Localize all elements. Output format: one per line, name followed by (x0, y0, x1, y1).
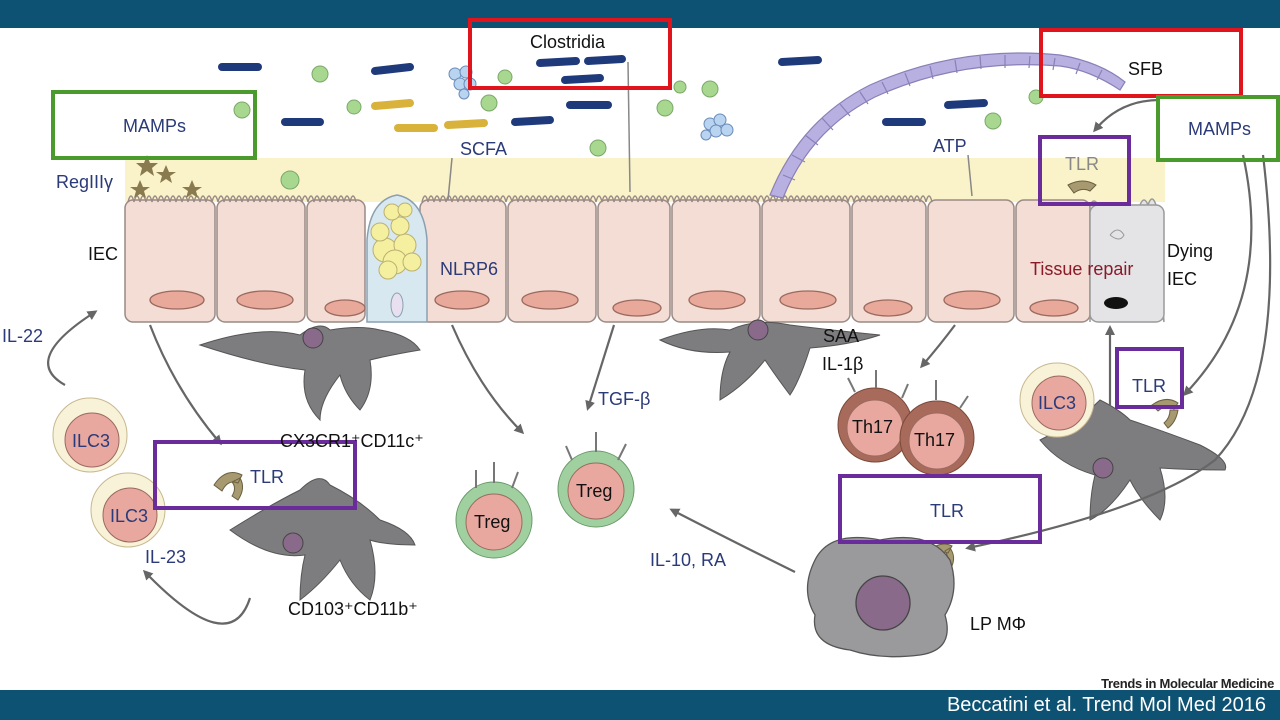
treg-b-label: Treg (576, 481, 612, 501)
bottom-bar: Beccatini et al. Trend Mol Med 2016 (0, 690, 1280, 720)
tlr-right-box (1115, 347, 1184, 409)
regiii-label: RegIIIγ (56, 172, 113, 192)
annotation-boxes (51, 18, 1280, 544)
lpmphi-label: LP MΦ (970, 614, 1026, 634)
sfb-box (1039, 28, 1243, 98)
bacteria-rods-yellow (371, 99, 488, 132)
ilc3-cells (52, 362, 1095, 548)
dying-iec-label-2: IEC (1167, 269, 1197, 289)
clostridia-box (468, 18, 672, 90)
regiii-stars (130, 155, 202, 198)
ilc3-left-a-label: ILC3 (72, 431, 110, 451)
mamps-left-label: MAMPs (123, 116, 186, 136)
il10ra-label: IL-10, RA (650, 550, 726, 570)
epithelium (124, 199, 1091, 323)
paneth-cell (366, 194, 428, 323)
mamps-right-box (1156, 95, 1280, 162)
tlr-top-box (1038, 135, 1131, 206)
ilc3-right-label: ILC3 (1038, 393, 1076, 413)
atp-label: ATP (933, 136, 967, 156)
nlrp6-label: NLRP6 (440, 259, 498, 279)
tlr-bottom-box (838, 474, 1042, 544)
sfb-label: SFB (1128, 59, 1163, 79)
th17-b-label: Th17 (914, 430, 955, 450)
iec-nuclei (149, 290, 1079, 317)
iec-label: IEC (88, 244, 118, 264)
macrophage (806, 536, 955, 658)
il22-label: IL-22 (2, 326, 43, 346)
citation: Beccatini et al. Trend Mol Med 2016 (946, 694, 1266, 716)
treg-a-label: Treg (474, 512, 510, 532)
arrows (47, 98, 1272, 625)
connector-lines (447, 61, 973, 201)
il1b-label: IL-1β (822, 354, 863, 374)
bacteria-clusters (448, 65, 734, 141)
sfb-filament (769, 52, 1126, 199)
il23-label: IL-23 (145, 547, 186, 567)
th17-a-label: Th17 (852, 417, 893, 437)
treg-cells (455, 432, 635, 559)
cd103-label: CD103⁺CD11b⁺ (288, 599, 418, 619)
tlr-right-label: TLR (1132, 376, 1166, 396)
saa-label: SAA (823, 326, 859, 346)
tlr-top-label: TLR (1065, 154, 1099, 174)
scfa-label: SCFA (460, 139, 507, 159)
tissue-repair-label: Tissue repair (1030, 259, 1133, 279)
th17-cells (837, 370, 975, 476)
dying-iec-label-1: Dying (1167, 241, 1213, 261)
microvilli (127, 195, 933, 203)
tlr-left-label: TLR (250, 467, 284, 487)
top-bar (0, 0, 1280, 28)
tgfb-label: TGF-β (598, 389, 650, 409)
mamps-right-label: MAMPs (1188, 119, 1251, 139)
bacteria-rods-blue (218, 55, 988, 126)
tlr-left-box (153, 440, 357, 510)
tlr-bottom-label: TLR (930, 501, 964, 521)
clostridia-label: Clostridia (530, 32, 606, 52)
mamps-left-box (51, 90, 257, 160)
cx3cr1-label: CX3CR1⁺CD11c⁺ (280, 431, 424, 451)
bacteria-cocci-green (233, 65, 1044, 190)
ilc3-left-b-label: ILC3 (110, 506, 148, 526)
journal-name: Trends in Molecular Medicine (1101, 676, 1274, 691)
